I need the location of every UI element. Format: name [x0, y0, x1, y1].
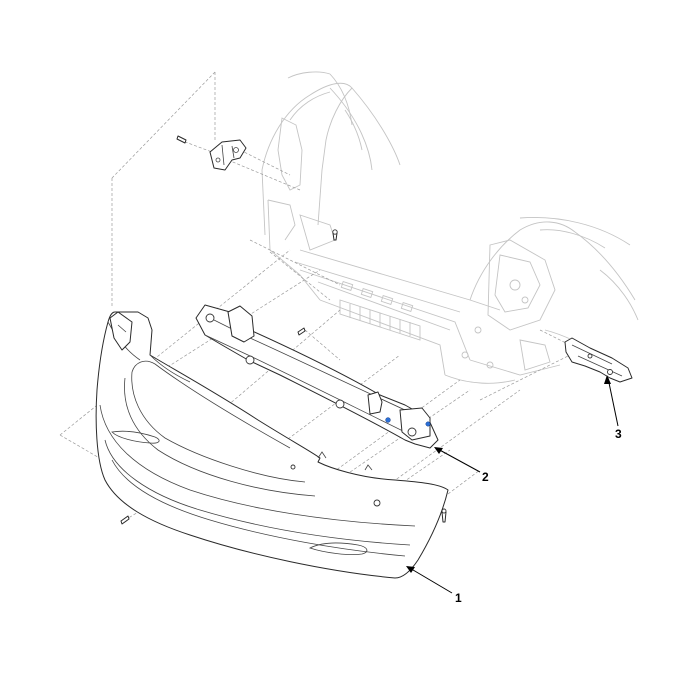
screw-body-center — [332, 229, 338, 241]
screw-lower-left — [120, 515, 130, 525]
screw-bracket — [297, 327, 306, 336]
callout-label-2: 2 — [482, 470, 489, 484]
side-bracket — [564, 337, 633, 383]
callout-1: 1 — [406, 566, 462, 605]
callout-3: 3 — [604, 375, 622, 441]
screw-top-left — [176, 135, 187, 144]
rear-bumper-cover — [95, 311, 449, 579]
screw-lower-right — [441, 508, 447, 523]
callout-label-3: 3 — [615, 427, 622, 441]
callout-2: 2 — [434, 447, 489, 484]
rear-bumper-beam — [195, 304, 439, 449]
upper-bracket — [209, 139, 247, 171]
vehicle-rear-body — [261, 71, 639, 384]
callout-label-1: 1 — [455, 591, 462, 605]
